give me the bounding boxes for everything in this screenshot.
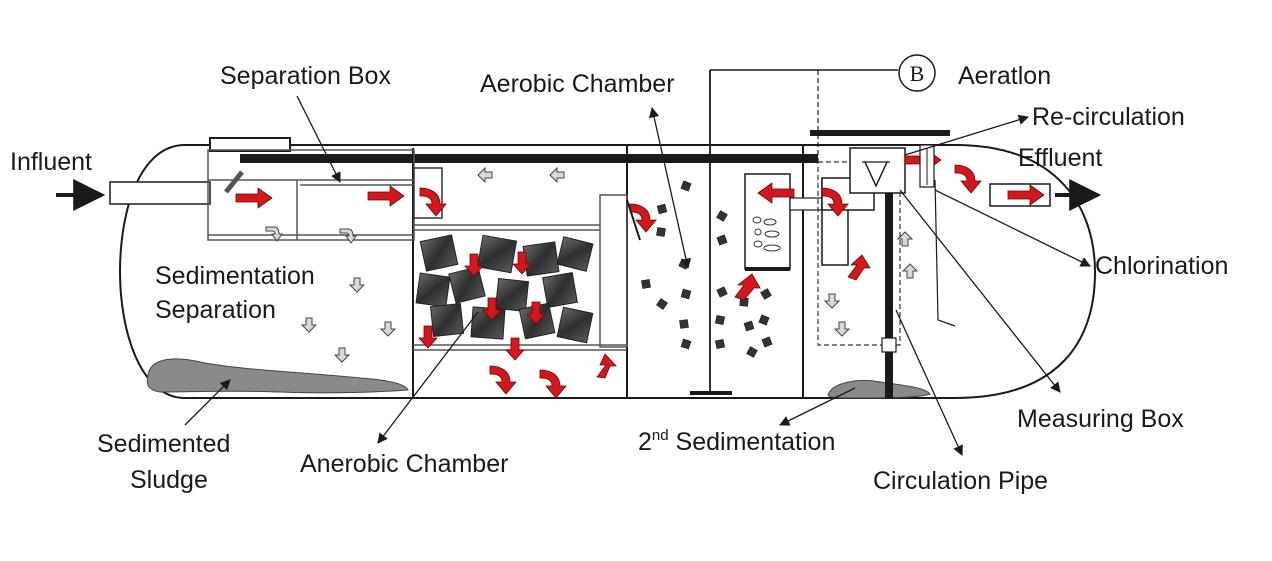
label-separation-box: Separation Box <box>220 62 391 90</box>
flow-arrow-2 <box>368 186 404 206</box>
gray-arrow-1 <box>266 227 282 241</box>
red-up-2 <box>735 274 760 300</box>
gray-arrow-6 <box>335 348 349 362</box>
label-sedimented-sludge-2: Sludge <box>130 466 208 494</box>
gray-arrow-9 <box>825 294 839 308</box>
label-sedimentation-1: Sedimentation <box>155 262 315 290</box>
aerobic-connector <box>790 198 822 210</box>
red-curve-1 <box>490 366 516 394</box>
label-effluent: Effluent <box>1018 144 1102 172</box>
sedimented-sludge <box>147 359 408 393</box>
circulation-pipe <box>885 193 893 398</box>
gray-arrow-10 <box>835 322 849 336</box>
blower-letter: B <box>910 61 925 86</box>
second-sedimentation-sludge <box>828 381 930 398</box>
label-aeration: Aeratlon <box>958 62 1051 90</box>
influent-baffle <box>226 172 242 192</box>
label-second-sedimentation-rest: Sedimentation <box>669 428 836 456</box>
leader-separation-box <box>297 96 340 182</box>
gray-arrow-7 <box>478 168 492 182</box>
label-sedimentation-2: Separation <box>155 296 276 324</box>
gray-arrow-3 <box>350 278 364 292</box>
label-second-sedimentation-sup: nd <box>652 427 669 444</box>
circulation-pipe-joint <box>882 338 896 352</box>
gray-arrow-5 <box>381 322 395 336</box>
separation-box-lid <box>210 138 290 151</box>
label-aerobic-chamber: Aerobic Chamber <box>480 70 675 98</box>
leader-second-sedimentation <box>780 388 855 425</box>
label-influent: Influent <box>10 148 92 176</box>
leader-circulation-pipe <box>896 310 962 455</box>
red-up-3 <box>848 255 870 280</box>
red-up-1 <box>597 354 616 378</box>
label-sedimented-sludge-1: Sedimented <box>97 430 230 458</box>
label-chlorination: Chlorination <box>1095 252 1228 280</box>
red-curve-5 <box>955 165 981 193</box>
gray-arrow-12 <box>903 264 917 278</box>
label-second-sedimentation-num: 2 <box>638 428 652 456</box>
flow-arrow-1 <box>236 188 272 208</box>
label-recirculation: Re-circulation <box>1032 103 1185 131</box>
influent-pipe <box>110 182 210 204</box>
gray-arrow-8 <box>550 168 564 182</box>
measuring-line <box>935 180 955 326</box>
anaerobic-outlet-baffle <box>600 195 627 347</box>
label-circulation-pipe: Circulation Pipe <box>873 467 1048 495</box>
red-curve-2 <box>540 370 566 398</box>
measuring-box-lid <box>810 130 950 136</box>
leader-measuring-box <box>900 190 1060 392</box>
anaerobic-media <box>416 235 593 343</box>
label-second-sedimentation: 2nd Sedimentation <box>638 427 835 456</box>
label-measuring-box: Measuring Box <box>1017 405 1184 433</box>
label-anaerobic-chamber: Anerobic Chamber <box>300 450 508 478</box>
gray-arrow-2 <box>340 229 356 243</box>
gray-arrow-4 <box>302 318 316 332</box>
red-down-6 <box>506 338 524 360</box>
measuring-box <box>850 148 905 193</box>
